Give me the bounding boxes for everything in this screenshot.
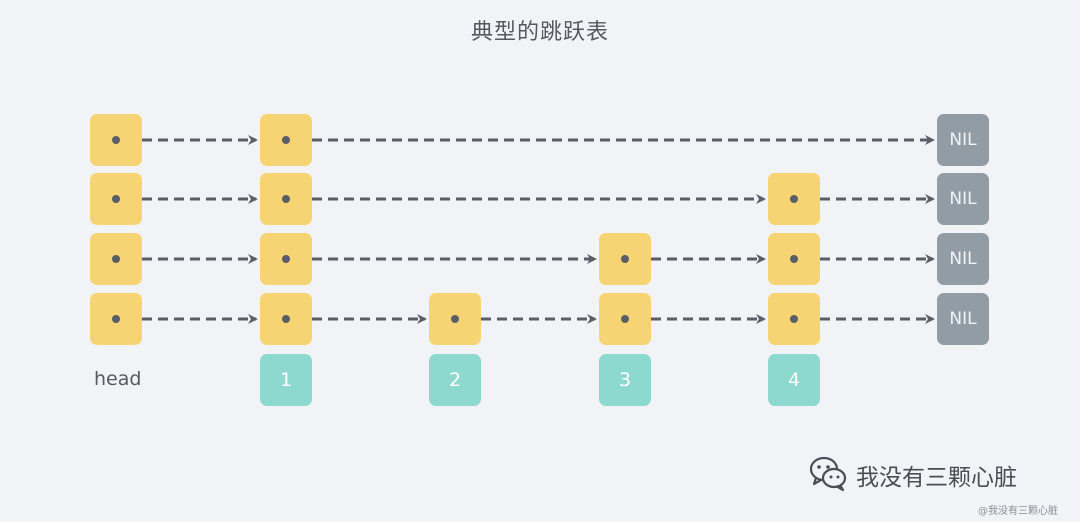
pointer-dot [282, 136, 290, 144]
nil-label: NIL [949, 130, 977, 150]
pointer-dot [282, 255, 290, 263]
pointer-dot [790, 315, 798, 323]
pointer-dot [112, 255, 120, 263]
nil-label: NIL [949, 309, 977, 329]
wechat-icon [809, 456, 847, 492]
index-box [260, 354, 312, 406]
pointer-dot [451, 315, 459, 323]
nil-label: NIL [949, 249, 977, 269]
watermark-subtext: @我没有三颗心脏 [978, 506, 1058, 517]
nil-node [937, 114, 989, 166]
index-label: 3 [619, 369, 631, 391]
head-label: head [94, 368, 142, 390]
pointer-dot [621, 255, 629, 263]
nil-node [937, 233, 989, 285]
index-label: 1 [280, 369, 292, 391]
watermark-text: 我没有三颗心脏 [856, 465, 1017, 491]
index-label: 2 [449, 369, 461, 391]
pointer-dot [621, 315, 629, 323]
index-box [768, 354, 820, 406]
pointer-dot [282, 195, 290, 203]
nil-node [937, 293, 989, 345]
index-label: 4 [788, 369, 800, 391]
nil-node [937, 173, 989, 225]
index-box [429, 354, 481, 406]
pointer-dot [112, 315, 120, 323]
nil-label: NIL [949, 189, 977, 209]
pointer-dot [282, 315, 290, 323]
pointer-dot [790, 195, 798, 203]
pointer-dot [790, 255, 798, 263]
diagram-title: 典型的跳跃表 [470, 20, 609, 45]
pointer-dot [112, 195, 120, 203]
pointer-dot [112, 136, 120, 144]
index-box [599, 354, 651, 406]
